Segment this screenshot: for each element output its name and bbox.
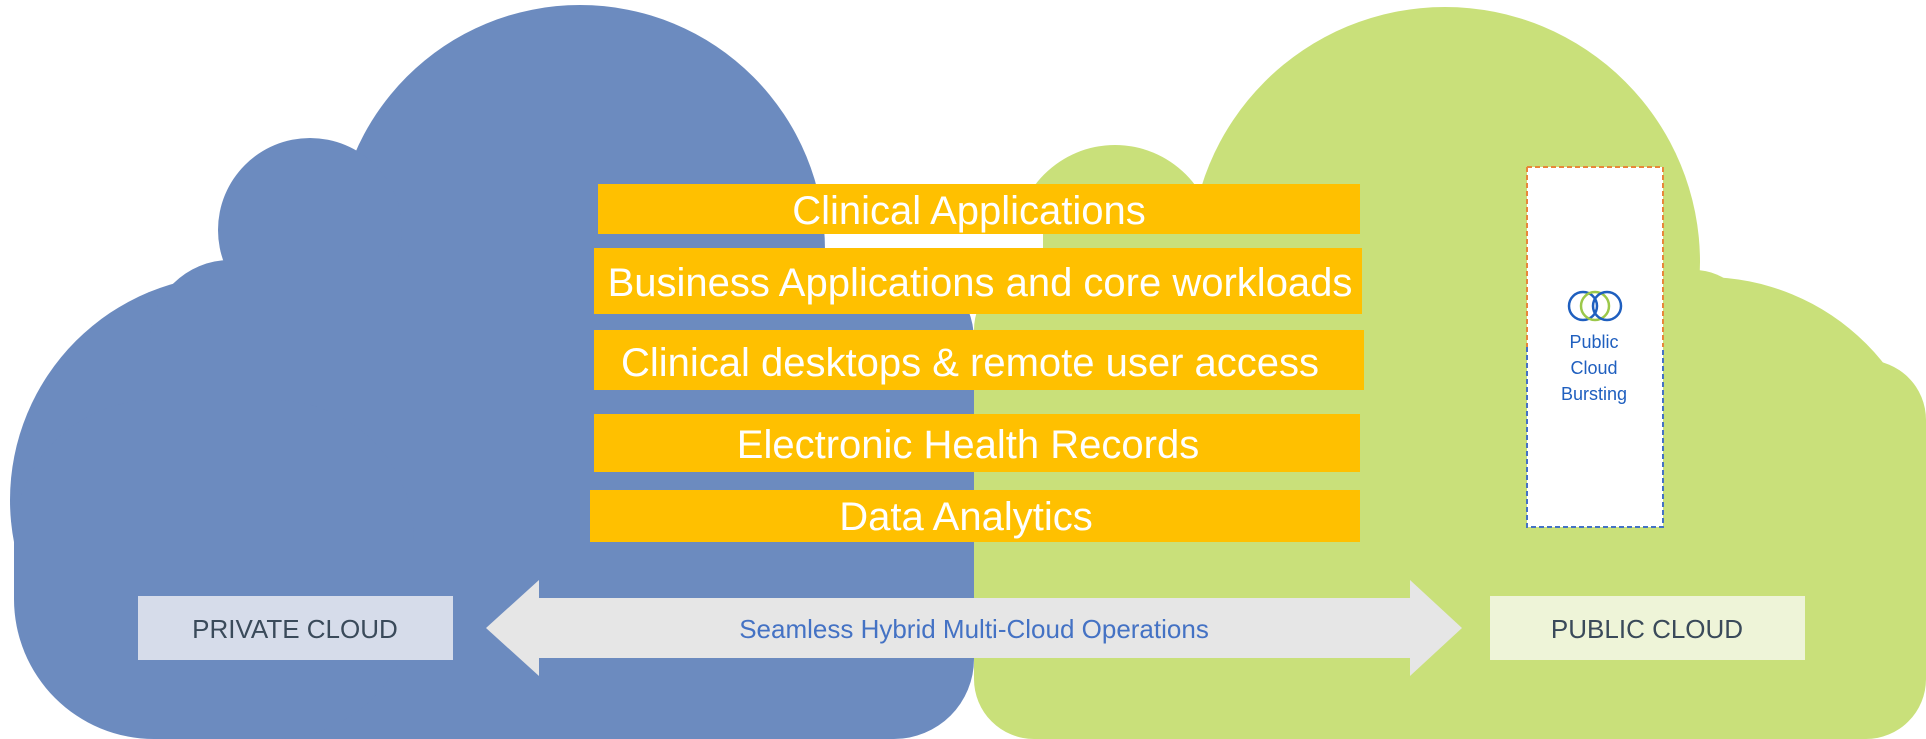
arrow-label: Seamless Hybrid Multi-Cloud Operations — [739, 614, 1209, 644]
band-clinical-applications: Clinical Applications — [598, 184, 1360, 234]
band-data-analytics: Data Analytics — [590, 490, 1360, 542]
band-label: Electronic Health Records — [737, 423, 1199, 467]
band-business-applications: Business Applications and core workloads — [594, 248, 1362, 314]
workload-bands: Clinical Applications Business Applicati… — [590, 184, 1364, 542]
band-label: Data Analytics — [839, 495, 1092, 539]
public-cloud-label: PUBLIC CLOUD — [1490, 596, 1805, 660]
interlocking-rings-icon — [1567, 290, 1623, 322]
band-bar — [598, 184, 1360, 234]
hybrid-operations-arrow: Seamless Hybrid Multi-Cloud Operations — [486, 580, 1462, 676]
public-cloud-bursting-box: Public Cloud Bursting — [1526, 166, 1664, 528]
bursting-line-1: Public — [1569, 332, 1618, 352]
band-bar — [594, 248, 1362, 314]
band-label: Clinical desktops & remote user access — [621, 341, 1319, 385]
band-notch — [905, 232, 1043, 248]
band-bar — [594, 330, 1364, 390]
band-bar — [594, 414, 1360, 472]
bursting-line-2: Cloud — [1570, 358, 1617, 378]
bursting-line-3: Bursting — [1561, 384, 1627, 404]
band-label: Business Applications and core workloads — [608, 261, 1353, 305]
private-cloud-label: PRIVATE CLOUD — [138, 596, 453, 660]
band-bar — [590, 490, 1360, 542]
band-electronic-health-records: Electronic Health Records — [594, 414, 1360, 472]
private-cloud-label-text: PRIVATE CLOUD — [192, 614, 398, 644]
band-label: Clinical Applications — [792, 189, 1146, 233]
public-cloud-label-text: PUBLIC CLOUD — [1551, 614, 1743, 644]
band-clinical-desktops: Clinical desktops & remote user access — [594, 330, 1364, 390]
